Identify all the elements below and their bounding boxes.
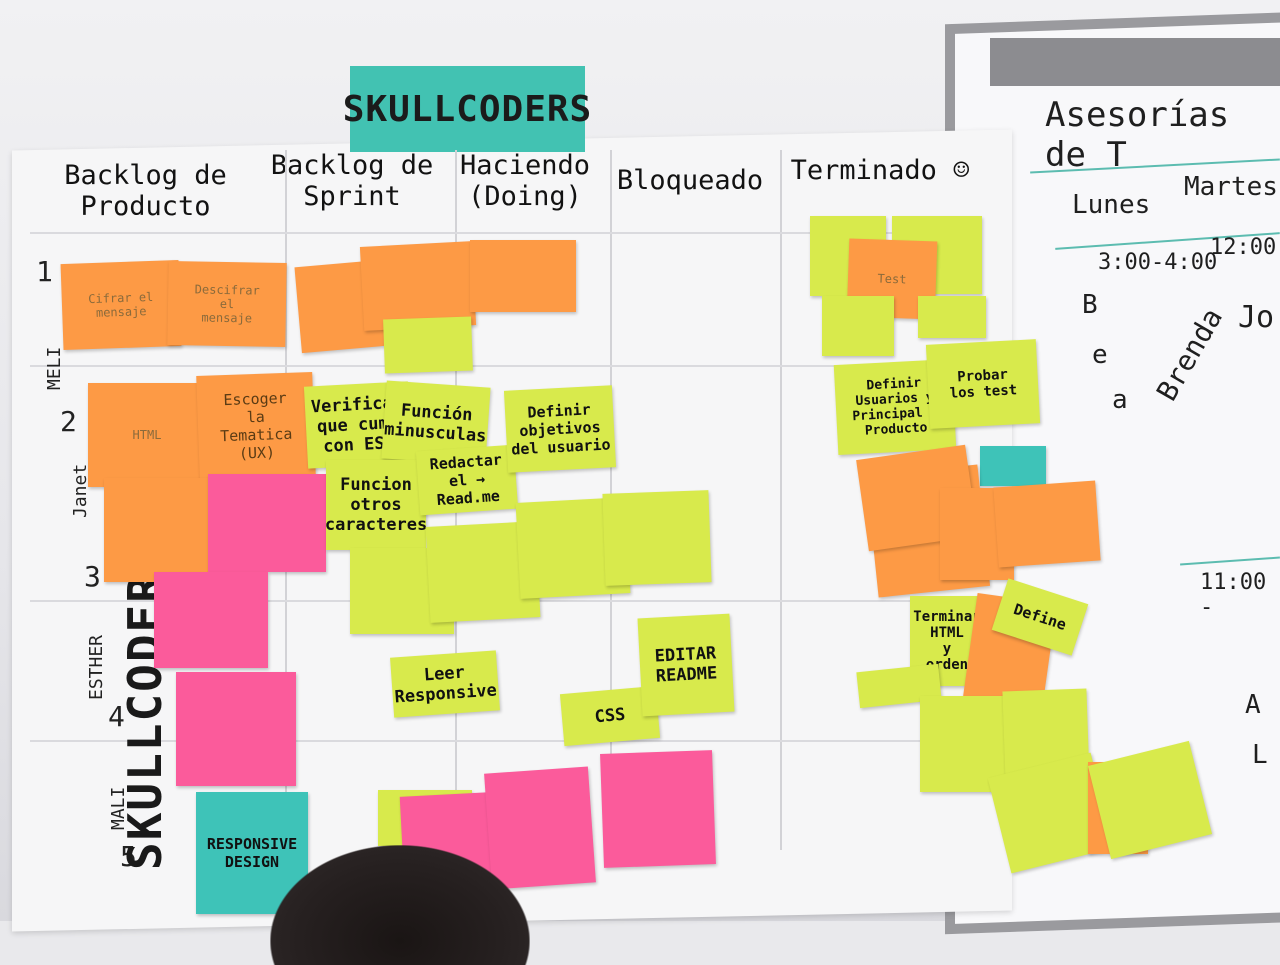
row-divider	[30, 740, 970, 742]
sticky-note	[980, 446, 1046, 486]
sticky-note-funcion-otros: Funcion otros caracteres	[324, 460, 428, 550]
sticky-note	[383, 316, 473, 374]
sticky-note-cifrar: Cifrar el mensaje	[60, 259, 182, 351]
sticky-note-redactar-readme: Redactar el → Read.me	[415, 444, 519, 516]
sticky-note	[822, 296, 894, 356]
sticky-note	[208, 474, 326, 572]
row-number: 2	[60, 405, 77, 438]
row-number: 4	[108, 700, 125, 733]
whiteboard-day-martes: Martes	[1184, 172, 1278, 202]
sticky-note	[918, 296, 986, 338]
note-text: Cifrar el mensaje	[88, 289, 154, 320]
column-header-terminado: Terminado ☺	[790, 155, 970, 186]
column-header-backlog-sprint: Backlog de Sprint	[270, 150, 434, 213]
sticky-note-escoger-tematica: Escoger la Tematica (UX)	[196, 372, 316, 480]
sticky-note	[602, 490, 712, 586]
whiteboard-letter: a	[1112, 385, 1128, 415]
row-name: ESTHER	[86, 634, 107, 700]
whiteboard-day-lunes: Lunes	[1072, 190, 1151, 220]
row-number: 3	[84, 560, 101, 593]
person-head	[270, 845, 530, 965]
column-header-backlog-producto: Backlog de Producto	[64, 160, 227, 223]
note-text: Función minusculas	[383, 400, 488, 447]
sticky-note-html: HTML	[88, 383, 206, 487]
sticky-note-probar-tests: Probar los test	[925, 339, 1041, 429]
whiteboard-slot: 3:00-4:00	[1098, 250, 1218, 275]
note-text: Redactar el → Read.me	[429, 450, 503, 510]
note-text: CSS	[593, 704, 627, 728]
sticky-note-editar-readme: EDITAR README	[637, 613, 735, 717]
row-number: 5	[120, 840, 137, 873]
sticky-note-leer-responsive: Leer Responsive	[390, 650, 500, 718]
sticky-note	[176, 672, 296, 786]
sticky-note-definir-objetivos: Definir objetivos del usuario	[503, 385, 617, 473]
board-title-card: SKULLCODERS	[343, 66, 591, 152]
whiteboard-slot: 11:00 -	[1200, 570, 1267, 620]
sticky-note	[470, 240, 576, 312]
note-text: Definir objetivos del usuario	[510, 400, 612, 459]
whiteboard-name: Jo	[1238, 300, 1275, 335]
sticky-note-descifrar: Descifrar el mensaje	[167, 260, 287, 348]
note-text: HTML	[132, 428, 162, 442]
whiteboard-letter: e	[1092, 340, 1108, 370]
whiteboard-letter: B	[1082, 290, 1098, 320]
whiteboard-letter: A	[1245, 690, 1261, 720]
whiteboard-letter: L	[1252, 740, 1268, 770]
sticky-note	[154, 572, 268, 668]
sticky-note-estilos	[104, 478, 220, 582]
sticky-note	[993, 480, 1101, 568]
note-text: Leer Responsive	[393, 662, 498, 708]
note-text: Test	[877, 271, 907, 287]
row-name: MELI	[44, 346, 65, 390]
column-header-haciendo: Haciendo (Doing)	[459, 150, 591, 213]
whiteboard-rail	[990, 38, 1280, 86]
column-divider	[780, 150, 782, 850]
note-text: Funcion otros caracteres	[324, 475, 428, 535]
note-text: Define	[1011, 600, 1069, 634]
note-text: EDITAR README	[654, 643, 718, 687]
row-divider	[30, 232, 970, 234]
note-text: Descifrar el mensaje	[194, 282, 260, 326]
row-number: 1	[36, 255, 53, 288]
note-text: Probar los test	[949, 366, 1018, 402]
column-header-bloqueado: Bloqueado	[616, 165, 764, 196]
whiteboard-title: Asesorías de T	[1045, 95, 1230, 175]
note-text: Escoger la Tematica (UX)	[219, 388, 293, 463]
note-text: Definir Usuarios y Principal y Producto	[852, 375, 939, 439]
sticky-note	[600, 750, 716, 868]
whiteboard-slot: 12:00-	[1210, 235, 1280, 260]
row-divider	[30, 365, 970, 367]
